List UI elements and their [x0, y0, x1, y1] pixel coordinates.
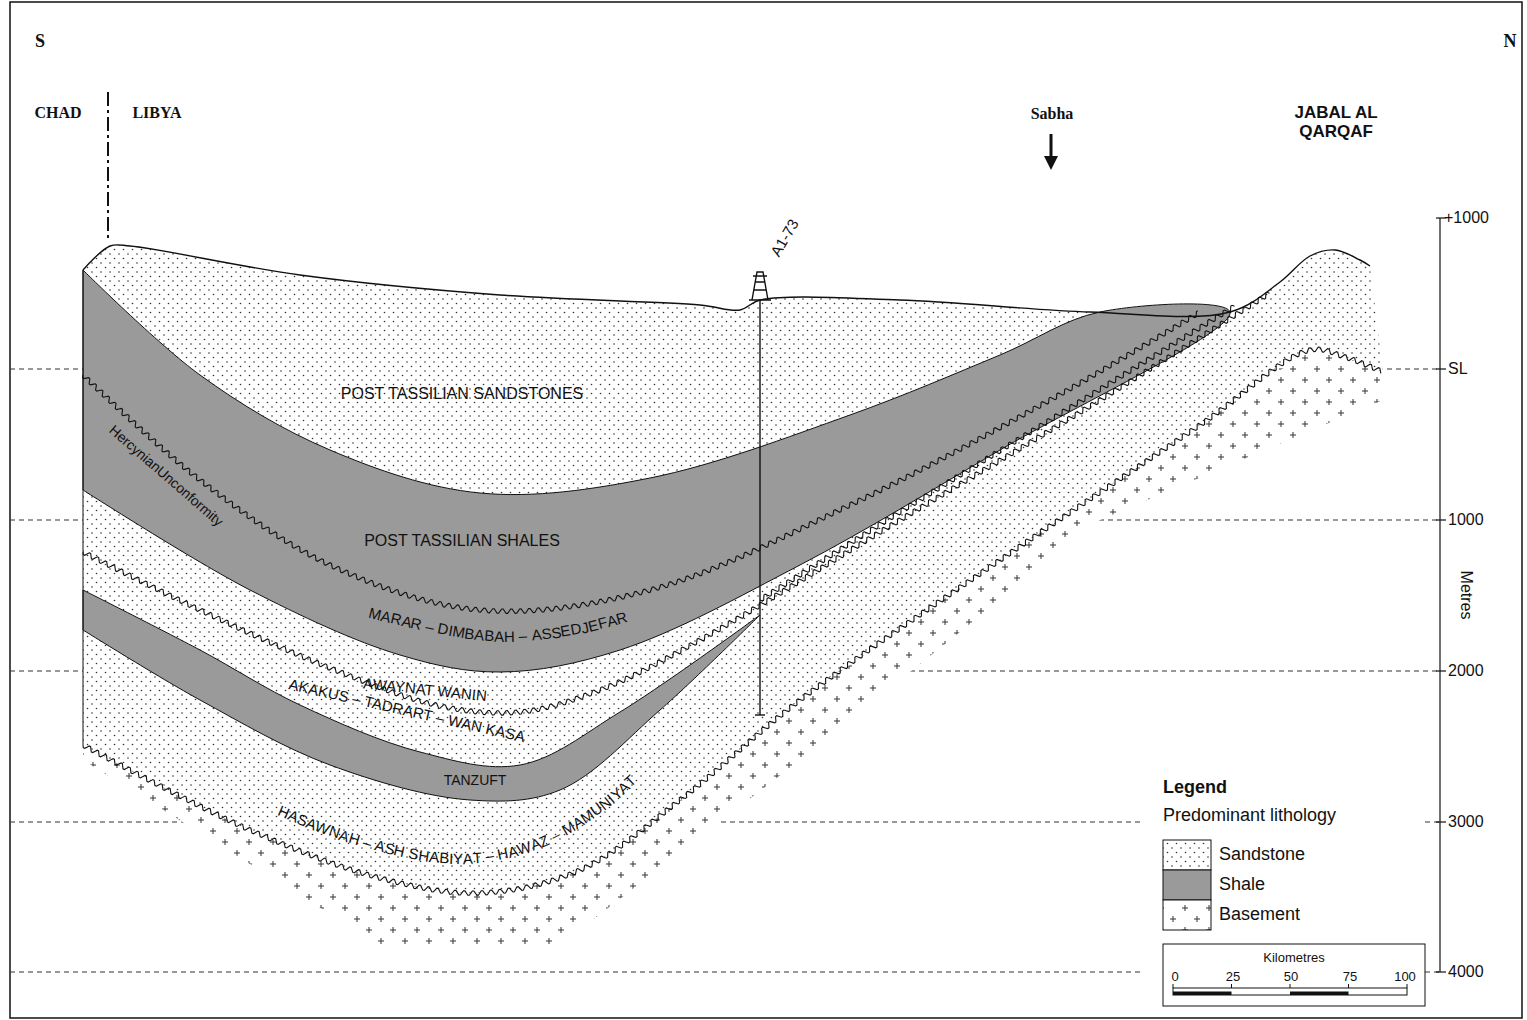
well-symbol — [749, 272, 771, 715]
label-character: Y — [453, 850, 463, 867]
label-character: T — [472, 849, 483, 867]
axis-label: +1000 — [1444, 209, 1489, 227]
compass-label: S — [35, 32, 45, 52]
legend-label: Shale — [1219, 875, 1265, 895]
well-symbol — [759, 300, 760, 715]
depth-axis — [1436, 821, 1446, 822]
unconformity-line — [760, 305, 1234, 601]
scale-bar — [1173, 984, 1174, 988]
location-arrow — [1044, 156, 1058, 170]
label-character: A — [494, 628, 505, 645]
well-symbol — [749, 272, 771, 300]
scale-bar — [1163, 944, 1425, 1006]
label-character: – — [424, 617, 436, 635]
scale-bar — [1173, 992, 1232, 996]
depth-gridlines — [10, 972, 1140, 973]
scale-number: 50 — [1284, 970, 1298, 984]
scale-bar — [1163, 944, 1425, 1006]
axis-label: 2000 — [1448, 662, 1484, 680]
legend-swatch — [1163, 870, 1211, 900]
frame — [10, 2, 1522, 1018]
label-character: – — [361, 833, 374, 852]
axis-label: SL — [1448, 360, 1468, 378]
scale-number: 75 — [1343, 970, 1357, 984]
formation-label: POST TASSILIAN SANDSTONES — [341, 385, 583, 403]
country-label: CHAD — [34, 104, 81, 122]
legend-label: Sandstone — [1219, 845, 1305, 865]
shale-band — [83, 270, 1230, 672]
label-character: – — [484, 847, 495, 865]
scale-title: Kilometres — [1263, 951, 1324, 965]
well-symbol — [755, 714, 765, 715]
depth-axis — [1436, 519, 1446, 520]
axis-label: 4000 — [1448, 963, 1484, 981]
axis-label: 1000 — [1448, 511, 1484, 529]
depth-axis — [1439, 218, 1440, 972]
legend-swatch — [1163, 900, 1211, 930]
scale-bar — [1173, 988, 1407, 995]
legend — [1163, 840, 1211, 930]
unconformity-line — [83, 347, 1381, 895]
depth-axis — [1436, 368, 1446, 369]
scale-bar — [1290, 992, 1349, 996]
legend-subtitle: Predominant lithology — [1163, 806, 1336, 826]
scale-bar — [1290, 984, 1291, 988]
scale-number: 0 — [1171, 970, 1178, 984]
label-character: R — [409, 614, 423, 633]
label-character: H — [504, 628, 515, 645]
scale-bar — [1231, 984, 1232, 988]
depth-axis — [1436, 670, 1446, 671]
label-character: H — [393, 841, 407, 860]
label-character: B — [484, 627, 495, 645]
axis-label: 3000 — [1448, 813, 1484, 831]
border-line — [107, 92, 109, 240]
formation-label: TANZUFT — [444, 773, 507, 788]
scale-bar — [1407, 984, 1408, 988]
legend-label: Basement — [1219, 905, 1300, 925]
label-character: – — [518, 627, 527, 644]
location-arrow — [1050, 134, 1053, 158]
depth-axis — [1436, 971, 1446, 972]
axis-title: Metres — [1457, 571, 1475, 620]
label-character: A — [462, 849, 473, 866]
country-label: LIBYA — [132, 104, 181, 122]
sandstone-fill — [83, 245, 1383, 893]
scale-number: 25 — [1226, 970, 1240, 984]
formation-label: POST TASSILIAN SHALES — [364, 532, 560, 550]
unconformity-line — [83, 292, 1270, 715]
unconformity-line — [83, 311, 1198, 614]
label-character: A — [428, 848, 440, 866]
compass-label: N — [1504, 32, 1517, 52]
label-character: A — [474, 626, 486, 644]
scale-number: 100 — [1394, 970, 1416, 984]
legend-title: Legend — [1163, 778, 1227, 798]
depth-axis — [1436, 218, 1446, 972]
legend-swatch — [1163, 840, 1211, 870]
unconformity-label: HercynianUnconformity — [106, 422, 226, 529]
shale-band — [83, 590, 760, 801]
label-character: B — [438, 849, 449, 867]
place-label: JABAL AL QARQAF — [1276, 104, 1396, 141]
ground-surface — [83, 245, 1370, 317]
place-label: Sabha — [1031, 105, 1074, 123]
label-character: I — [449, 850, 454, 867]
section-edge — [83, 270, 84, 745]
scale-bar — [1348, 984, 1349, 988]
well-label: A1-73 — [768, 217, 802, 260]
